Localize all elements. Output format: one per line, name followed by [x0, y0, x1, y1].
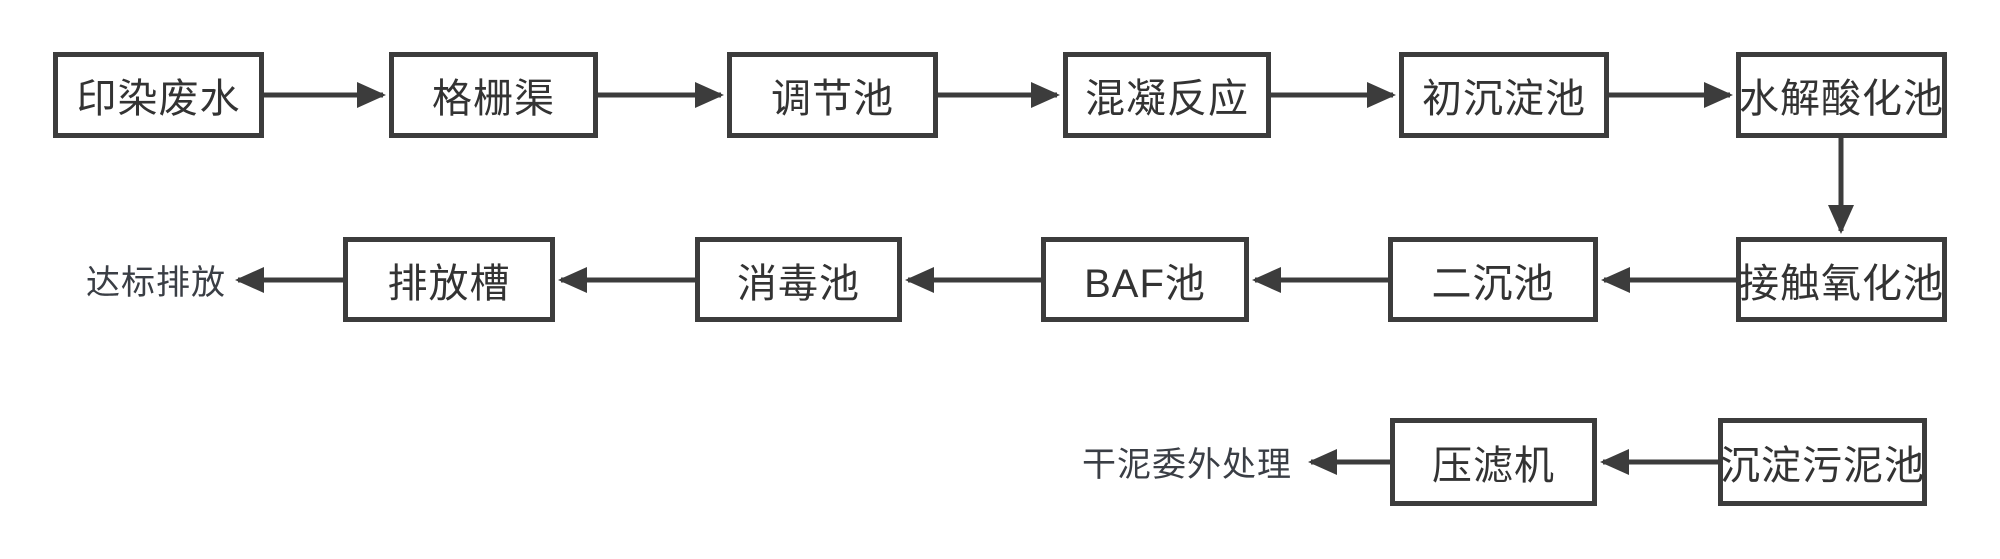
- node-label: 水解酸化池: [1739, 77, 1944, 121]
- node-baf-chi: BAF池: [1041, 237, 1249, 322]
- node-xiaodu-chi: 消毒池: [695, 237, 902, 322]
- end-label-dabiao-paifang: 达标排放: [86, 264, 226, 302]
- node-label: 混凝反应: [1085, 77, 1249, 121]
- node-label: 二沉池: [1431, 261, 1555, 306]
- node-label: 沉淀污泥池: [1720, 444, 1925, 488]
- node-geshan-qu: 格栅渠: [389, 52, 598, 138]
- node-label: 初沉淀池: [1422, 77, 1586, 121]
- node-yalv-ji: 压滤机: [1390, 418, 1597, 506]
- node-label: 调节池: [771, 77, 894, 121]
- node-label: 压滤机: [1432, 444, 1555, 488]
- node-label: BAF池: [1084, 261, 1206, 306]
- node-hunning-fanying: 混凝反应: [1063, 52, 1271, 138]
- end-label-ganni-weiwai-chuli: 干泥委外处理: [1082, 446, 1292, 484]
- node-paifang-cao: 排放槽: [343, 237, 555, 322]
- node-label: 排放槽: [387, 261, 511, 306]
- node-chuchendian-chi: 初沉淀池: [1399, 52, 1609, 138]
- node-label: 接触氧化池: [1739, 261, 1944, 306]
- node-yinran-feishui: 印染废水: [53, 52, 264, 138]
- node-jiechu-yanghua-chi: 接触氧化池: [1736, 237, 1947, 322]
- node-label: 印染废水: [76, 77, 241, 121]
- node-shuijie-suanhua-chi: 水解酸化池: [1736, 52, 1947, 138]
- node-tiaojie-chi: 调节池: [727, 52, 938, 138]
- node-erchen-chi: 二沉池: [1388, 237, 1598, 322]
- node-chendian-wuni-chi: 沉淀污泥池: [1718, 418, 1927, 506]
- node-label: 消毒池: [737, 261, 860, 306]
- node-label: 格栅渠: [432, 77, 555, 121]
